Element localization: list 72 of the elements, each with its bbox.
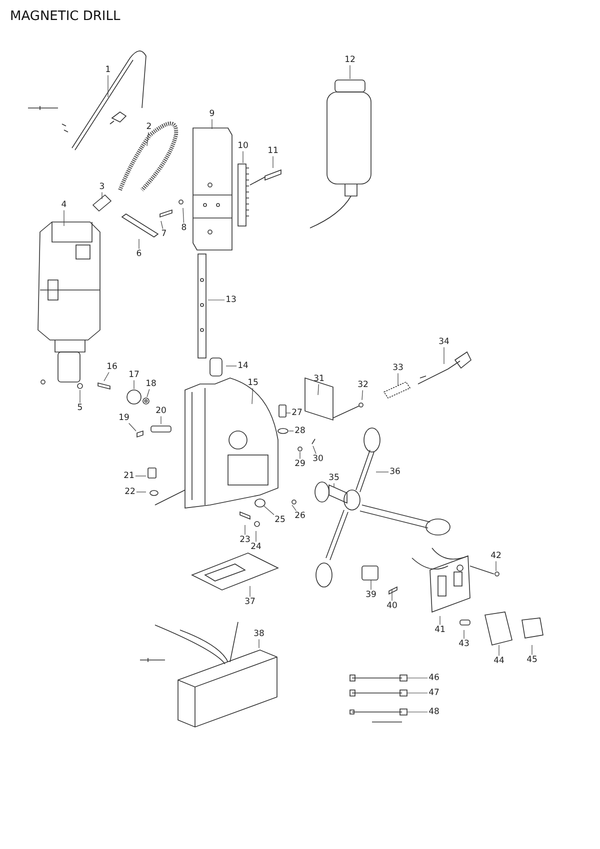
callout-number: 21 [122,470,136,482]
callout-number: 48 [428,706,440,718]
callout-number: 12 [344,54,356,66]
callout-number: 27 [290,408,304,418]
callout-number: 36 [388,466,402,478]
leader-line [146,388,150,398]
callout-number: 32 [356,380,370,390]
leader-line [138,238,140,250]
leader-line [258,638,260,648]
leader-line [160,416,162,424]
callout-number: 25 [274,514,286,526]
leader-line [318,384,319,396]
callout-number: 24 [250,542,262,552]
callout-number: 47 [428,688,440,698]
callout-number: 1 [104,64,112,76]
callout-number: 22 [124,486,136,498]
leader-line [146,132,149,146]
callout-number: 45 [526,654,538,666]
callout-number: 2 [145,122,153,132]
callout-number: 28 [294,426,306,436]
callout-number: 3 [98,182,106,192]
callout-number: 9 [208,108,216,120]
callout-number: 18 [144,378,158,390]
callout-number: 35 [328,472,340,484]
callout-number: 17 [128,370,140,380]
callout-number: 10 [236,140,250,152]
callout-number: 33 [392,362,404,374]
leader-line [272,156,274,168]
callout-number: 11 [266,146,280,156]
callout-number: 23 [238,534,252,546]
callout-number: 19 [118,412,130,424]
leader-line [312,446,316,454]
callout-number: 44 [492,656,506,666]
leader-line [292,504,296,512]
leader-line [244,524,246,536]
leader-line [362,390,363,400]
leader-line [160,220,164,230]
callout-number: 30 [312,454,324,464]
leader-line [370,580,372,590]
callout-number: 14 [236,360,250,372]
leader-line [104,372,110,382]
callout-number: 46 [428,672,440,684]
callout-number: 15 [246,378,260,388]
callout-number: 40 [386,600,398,612]
callout-number: 43 [458,638,470,650]
callout-number: 13 [224,294,238,306]
leader-line [264,506,274,516]
callout-number: 39 [364,590,378,600]
callout-number: 20 [154,406,168,416]
callout-number: 6 [135,248,143,260]
callout-number: 41 [434,624,446,636]
callout-number: 29 [294,458,306,470]
callout-number: 38 [252,628,266,640]
callout-number: 26 [294,510,306,522]
callout-number: 42 [490,550,502,562]
leader-line [242,150,244,164]
leader-line [406,692,428,694]
leader-line [252,388,254,404]
title: MAGNETIC DRILL [10,9,120,24]
callout-number: 31 [312,374,326,384]
leader-line [182,208,184,224]
callout-number: 8 [180,222,188,234]
callout-number: 7 [160,228,168,240]
callout-number: 16 [106,362,118,372]
callout-number: 34 [438,336,450,348]
leader-line [286,412,291,414]
leader-line [498,644,500,656]
callout-number: 5 [76,402,84,414]
leader-line [288,430,294,432]
callout-number: 4 [60,200,68,210]
leader-line [128,422,136,432]
callout-number: 37 [244,596,256,608]
